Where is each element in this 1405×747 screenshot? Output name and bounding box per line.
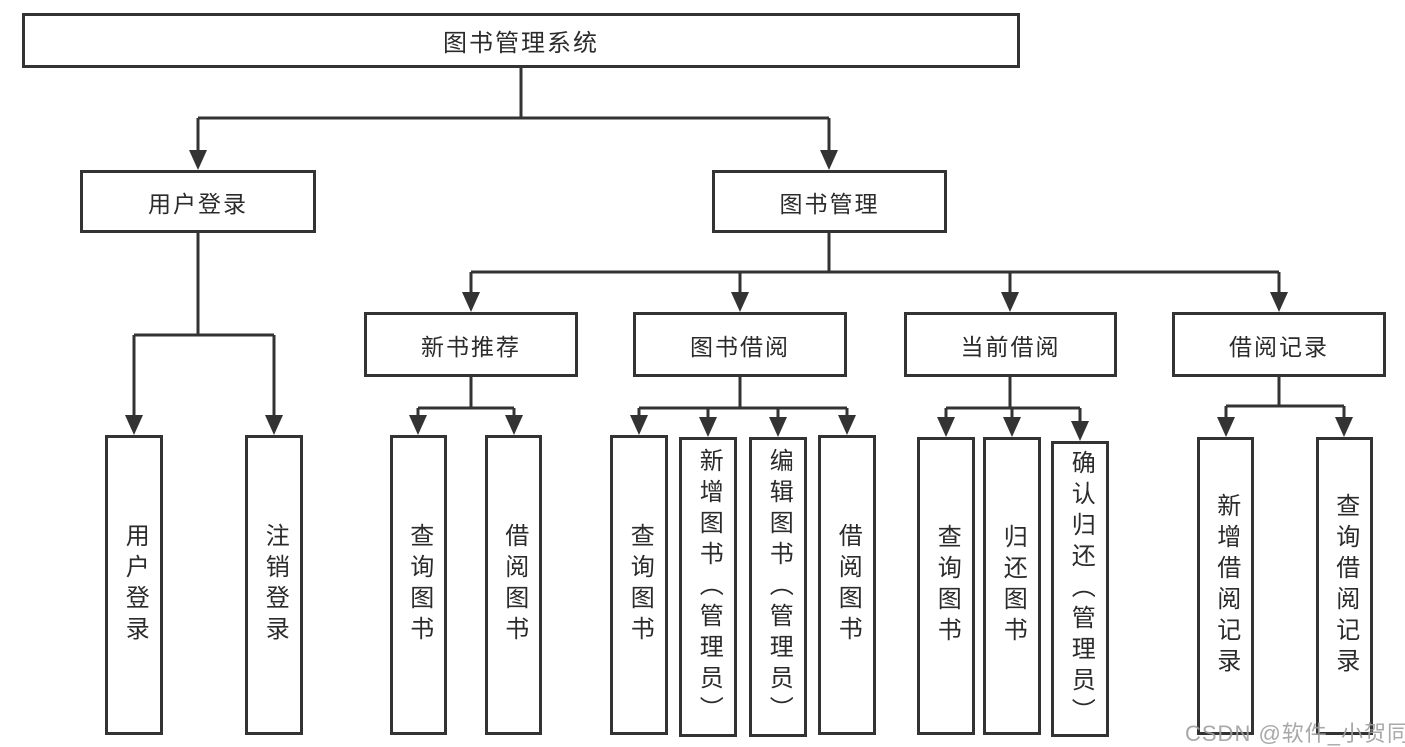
arrowhead bbox=[1335, 417, 1353, 437]
connector-current-borrowing-children bbox=[944, 377, 1082, 425]
watermark-csdn: CSDN @软件_小贺同学 bbox=[1185, 721, 1405, 746]
arrowhead bbox=[1071, 421, 1089, 441]
leaf-borrow-books-recommend: 借阅图书 bbox=[485, 435, 542, 735]
leaf-query-books-current: 查询图书 bbox=[917, 437, 975, 735]
node-book-borrowing: 图书借阅 bbox=[633, 312, 847, 377]
leaf-query-borrow-record: 查询借阅记录 bbox=[1316, 437, 1373, 735]
arrowhead bbox=[462, 292, 480, 312]
leaf-edit-book-admin: 编辑图书（管理员） bbox=[749, 437, 807, 737]
connector-root-to-level2 bbox=[196, 68, 831, 152]
arrowhead bbox=[1217, 417, 1235, 437]
arrowhead bbox=[409, 415, 427, 435]
leaf-query-books-recommend: 查询图书 bbox=[390, 435, 447, 735]
connector-borrowing-records-children bbox=[1224, 377, 1346, 421]
arrowhead bbox=[505, 415, 523, 435]
leaf-add-book-admin: 新增图书（管理员） bbox=[679, 437, 737, 737]
node-new-book-recommendation: 新书推荐 bbox=[364, 312, 578, 377]
connector-user-login-children bbox=[132, 233, 276, 419]
arrowheads bbox=[125, 150, 1353, 441]
arrowhead bbox=[820, 150, 838, 170]
leaf-logout: 注销登录 bbox=[245, 435, 303, 735]
arrowhead bbox=[731, 292, 749, 312]
node-book-management: 图书管理 bbox=[712, 170, 947, 233]
arrowhead bbox=[265, 415, 283, 435]
arrowhead bbox=[937, 417, 955, 437]
arrowhead bbox=[1270, 292, 1288, 312]
arrowhead bbox=[699, 417, 717, 437]
node-borrowing-records: 借阅记录 bbox=[1172, 312, 1386, 377]
arrowhead bbox=[838, 415, 856, 435]
leaf-add-borrow-record: 新增借阅记录 bbox=[1197, 437, 1254, 735]
arrowhead bbox=[189, 150, 207, 170]
arrowhead bbox=[1003, 417, 1021, 437]
leaf-query-books-borrow: 查询图书 bbox=[610, 435, 668, 735]
leaf-user-login: 用户登录 bbox=[105, 435, 163, 735]
leaf-borrow-books-borrow: 借阅图书 bbox=[818, 435, 876, 735]
node-user-login: 用户登录 bbox=[80, 170, 316, 233]
connector-book-management-children bbox=[469, 233, 1281, 296]
node-library-management-system: 图书管理系统 bbox=[22, 13, 1020, 68]
arrowhead bbox=[630, 415, 648, 435]
leaf-return-books: 归还图书 bbox=[983, 437, 1041, 735]
node-current-borrowing: 当前借阅 bbox=[904, 312, 1117, 377]
connector-new-book-children bbox=[416, 377, 516, 419]
arrowhead bbox=[769, 417, 787, 437]
connector-book-borrowing-children bbox=[637, 377, 849, 421]
arrowhead bbox=[125, 415, 143, 435]
leaf-confirm-return-admin: 确认归还（管理员） bbox=[1051, 441, 1109, 737]
arrowhead bbox=[1001, 292, 1019, 312]
